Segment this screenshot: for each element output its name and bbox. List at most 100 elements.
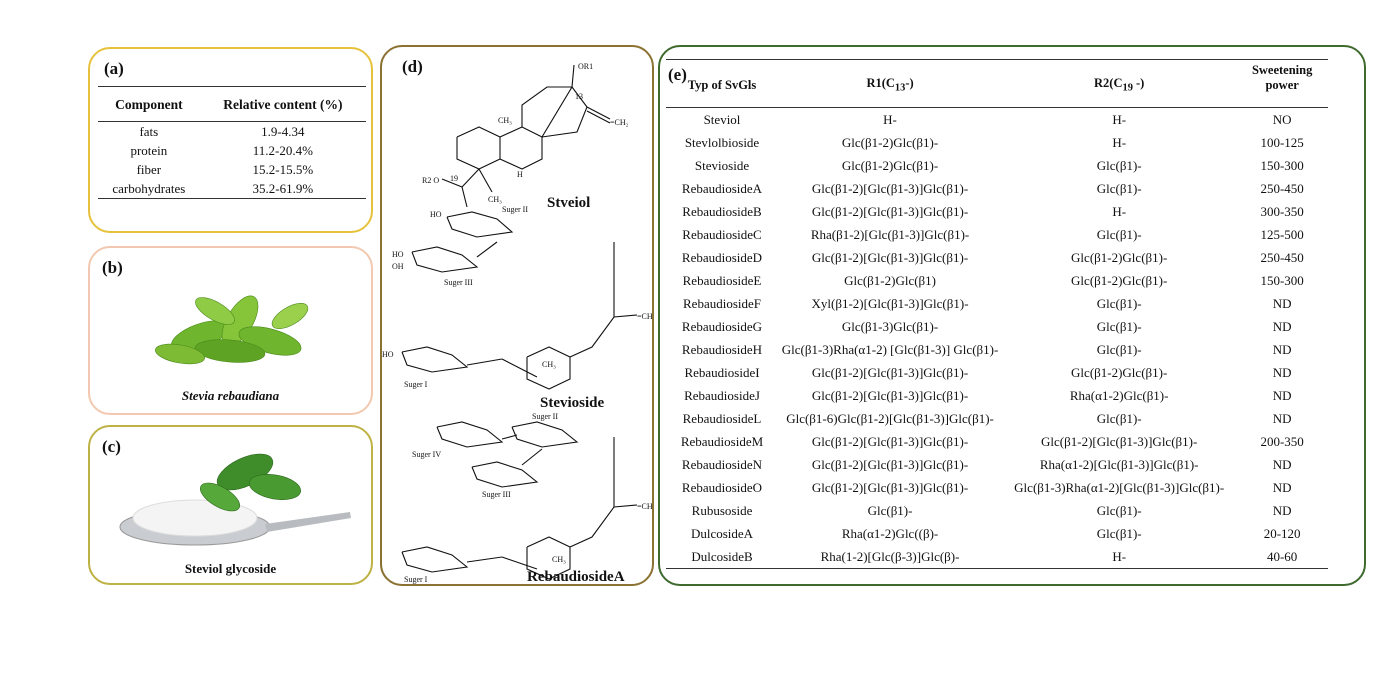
panel-b-caption: Stevia rebaudiana: [181, 388, 280, 403]
sweetening-cell: ND: [1272, 502, 1292, 518]
r2-cell: Rha(α1-2)[Glc(β1-3)]Glc(β1)-: [1039, 456, 1199, 472]
sweetening-cell: ND: [1272, 364, 1292, 380]
header-component: Component: [98, 86, 200, 122]
sugar-i-label: Suger I: [404, 575, 428, 584]
type-cell: RebaudiosideB: [682, 203, 762, 219]
sweetening-cell: 40-60: [1236, 545, 1328, 569]
r1-cell: Glc(β1-2)Glc(β1)-: [841, 157, 939, 173]
r2-cell: Glc(β1)-: [1096, 502, 1142, 518]
type-cell: DulcosideB: [666, 545, 779, 569]
sweetening-cell: ND: [1272, 387, 1292, 403]
r2-cell: Glc(β1)-: [1096, 180, 1142, 196]
sugar-iv-label: Suger IV: [412, 450, 441, 459]
r1-cell: Glc(β1-2)[Glc(β1-3)]Glc(β1)-: [811, 203, 969, 219]
r2-cell: H-: [1112, 134, 1127, 150]
sweetening-cell: ND: [1272, 295, 1292, 311]
c13-label: 13: [575, 92, 583, 101]
table-row: RebaudiosideM Glc(β1-2)[Glc(β1-3)]Glc(β1)…: [666, 430, 1328, 453]
ch3-label: CH₃: [542, 360, 556, 369]
sweetening-cell: 250-450: [1260, 180, 1304, 196]
panel-label: (c): [102, 437, 121, 456]
r1-cell: Rha(β1-2)[Glc(β1-3)]Glc(β1)-: [810, 226, 970, 242]
r1-cell: Glc(β1-2)[Glc(β1-3)]Glc(β1)-: [811, 456, 969, 472]
r2-cell: H-: [1112, 203, 1127, 219]
type-cell: RebaudiosideA: [681, 180, 763, 196]
r1-cell: Glc(β1-2)[Glc(β1-3)]Glc(β1)-: [811, 364, 969, 380]
steviol-name: Stveiol: [547, 195, 590, 211]
sugar-i-label: Suger I: [404, 380, 428, 389]
ho-label: HO: [392, 250, 404, 259]
stevioside-name: Stevioside: [540, 395, 605, 411]
r1-cell: Glc(β1-2)[Glc(β1-3)]Glc(β1)-: [811, 180, 969, 196]
r2-cell: Glc(β1)-: [1096, 341, 1142, 357]
r2o-label: R2 O: [422, 176, 439, 185]
ch3-label: CH₃: [552, 555, 566, 564]
h-label: H: [517, 170, 523, 179]
sweetening-cell: 250-450: [1260, 249, 1304, 265]
header-sweetening-power: Sweetening power: [1236, 59, 1328, 108]
r2-cell: Glc(β1)-: [1096, 525, 1142, 541]
r2-cell: Glc(β1-2)Glc(β1)-: [1071, 364, 1168, 380]
stevia-leaves-image: [155, 295, 309, 365]
sweetening-cell: ND: [1272, 410, 1292, 426]
r2-cell: Glc(β1-2)[Glc(β1-3)]Glc(β1)-: [1041, 433, 1198, 449]
r2-cell: Rha(α1-2)Glc(β1)-: [1069, 387, 1169, 403]
sweetening-cell: 100-125: [1260, 134, 1304, 150]
component-cell: carbohydrates: [98, 179, 200, 199]
sweetening-cell: 200-350: [1260, 433, 1304, 449]
table-row: RebaudiosideC Rha(β1-2)[Glc(β1-3)]Glc(β1)…: [666, 223, 1328, 246]
header-r2: R2(C19 -): [1002, 59, 1237, 108]
glycoside-table: Typ of SvGls R1(C13-) R2(C19 -) Sweeteni…: [666, 59, 1328, 569]
or1-label: OR1: [578, 62, 593, 71]
r2-cell: Glc(β1)-: [1096, 318, 1142, 334]
header-relative-content: Relative content (%): [199, 86, 366, 122]
sugar-iii-label: Suger III: [444, 278, 473, 287]
r2-cell: Glc(β1-3)Rha(α1-2)[Glc(β1-3)]Glc(β1)-: [1014, 479, 1225, 495]
panel-b-plant: (b) Stevia rebaudiana: [88, 246, 373, 415]
sugar-iii-label: Suger III: [482, 490, 511, 499]
r1-cell: Glc(β1-3)Rha(α1-2) [Glc(β1-3)] Glc(β1)-: [781, 341, 999, 357]
table-row: RebaudiosideA Glc(β1-2)[Glc(β1-3)]Glc(β1)…: [666, 177, 1328, 200]
oh-label: OH: [392, 262, 404, 271]
type-cell: RebaudiosideJ: [684, 387, 760, 403]
type-cell: RebaudiosideD: [681, 249, 763, 265]
type-cell: RebaudiosideL: [682, 410, 762, 426]
type-cell: RebaudiosideN: [681, 456, 763, 472]
sweetening-cell: 150-300: [1260, 272, 1304, 288]
r2-cell: Glc(β1-2)Glc(β1)-: [1071, 249, 1168, 265]
type-cell: RebaudiosideM: [680, 433, 764, 449]
r1-cell: Xyl(β1-2)[Glc(β1-3)]Glc(β1)-: [811, 295, 969, 311]
type-cell: Stevioside: [694, 157, 750, 173]
ho-label: HO: [382, 350, 394, 359]
sweetening-cell: 125-500: [1260, 226, 1304, 242]
sweetening-cell: ND: [1272, 456, 1292, 472]
sweetening-cell: ND: [1272, 479, 1292, 495]
r1-cell: Glc(β1-2)Glc(β1): [844, 272, 936, 288]
chemical-structures: OR1 13 =CH₂ CH₃ CH₃ H R2 O 19 Stveiol Su…: [382, 62, 652, 584]
r2-cell: H-: [1002, 545, 1237, 569]
sweetening-cell: ND: [1272, 318, 1292, 334]
r1-cell: Rha(α1-2)Glc((β)-: [841, 525, 939, 541]
component-cell: fats: [139, 123, 159, 139]
r2-cell: Glc(β1)-: [1096, 295, 1142, 311]
type-cell: RebaudiosideC: [682, 226, 762, 242]
table-row: RebaudiosideN Glc(β1-2)[Glc(β1-3)]Glc(β1)…: [666, 453, 1328, 476]
panel-c-sweetener: (c) Steviol glycoside: [88, 425, 373, 585]
panel-label: (b): [102, 258, 123, 277]
type-cell: RebaudiosideG: [681, 318, 763, 334]
